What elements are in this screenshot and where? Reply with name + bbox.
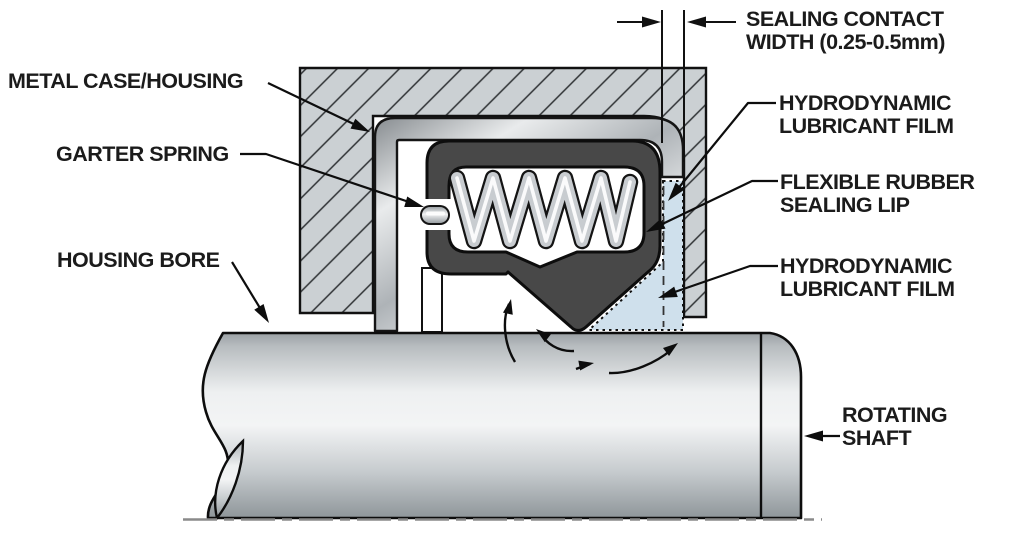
- lubricant-film-region: [586, 180, 684, 331]
- leader-lines: [231, 82, 840, 438]
- label-hydrodynamic-film-bottom: HYDRODYNAMIC LUBRICANT FILM: [780, 254, 955, 301]
- spring-end-cap: [420, 199, 452, 230]
- label-sealing-contact-width: SEALING CONTACT WIDTH (0.25-0.5mm): [746, 7, 945, 54]
- leader-garter-spring: [240, 152, 413, 205]
- label-rotating-shaft: ROTATING SHAFT: [842, 403, 948, 450]
- label-garter-spring: GARTER SPRING: [56, 142, 229, 166]
- leader-film-bottom: [665, 264, 778, 297]
- flow-arrow-right-up: [608, 349, 672, 375]
- dimension-arrowheads: [642, 16, 706, 28]
- flow-arrowheads: [502, 299, 678, 371]
- leader-flexible-lip: [653, 179, 778, 229]
- case-inner-flange: [421, 267, 443, 333]
- shaft-break-line: [213, 438, 245, 521]
- leader-metal-case: [267, 82, 363, 129]
- rotating-shaft-body: [201, 331, 803, 520]
- leader-housing-bore: [231, 261, 264, 314]
- garter-spring-coil: [448, 169, 639, 250]
- metal-case-shell: [373, 116, 685, 333]
- leader-film-top: [671, 101, 776, 197]
- leader-arrowheads: [254, 118, 823, 442]
- label-flexible-rubber-lip: FLEXIBLE RUBBER SEALING LIP: [780, 170, 975, 217]
- label-metal-case: METAL CASE/HOUSING: [8, 69, 244, 93]
- label-housing-bore: HOUSING BORE: [57, 248, 220, 272]
- label-hydrodynamic-film-top: HYDRODYNAMIC LUBRICANT FILM: [779, 91, 954, 138]
